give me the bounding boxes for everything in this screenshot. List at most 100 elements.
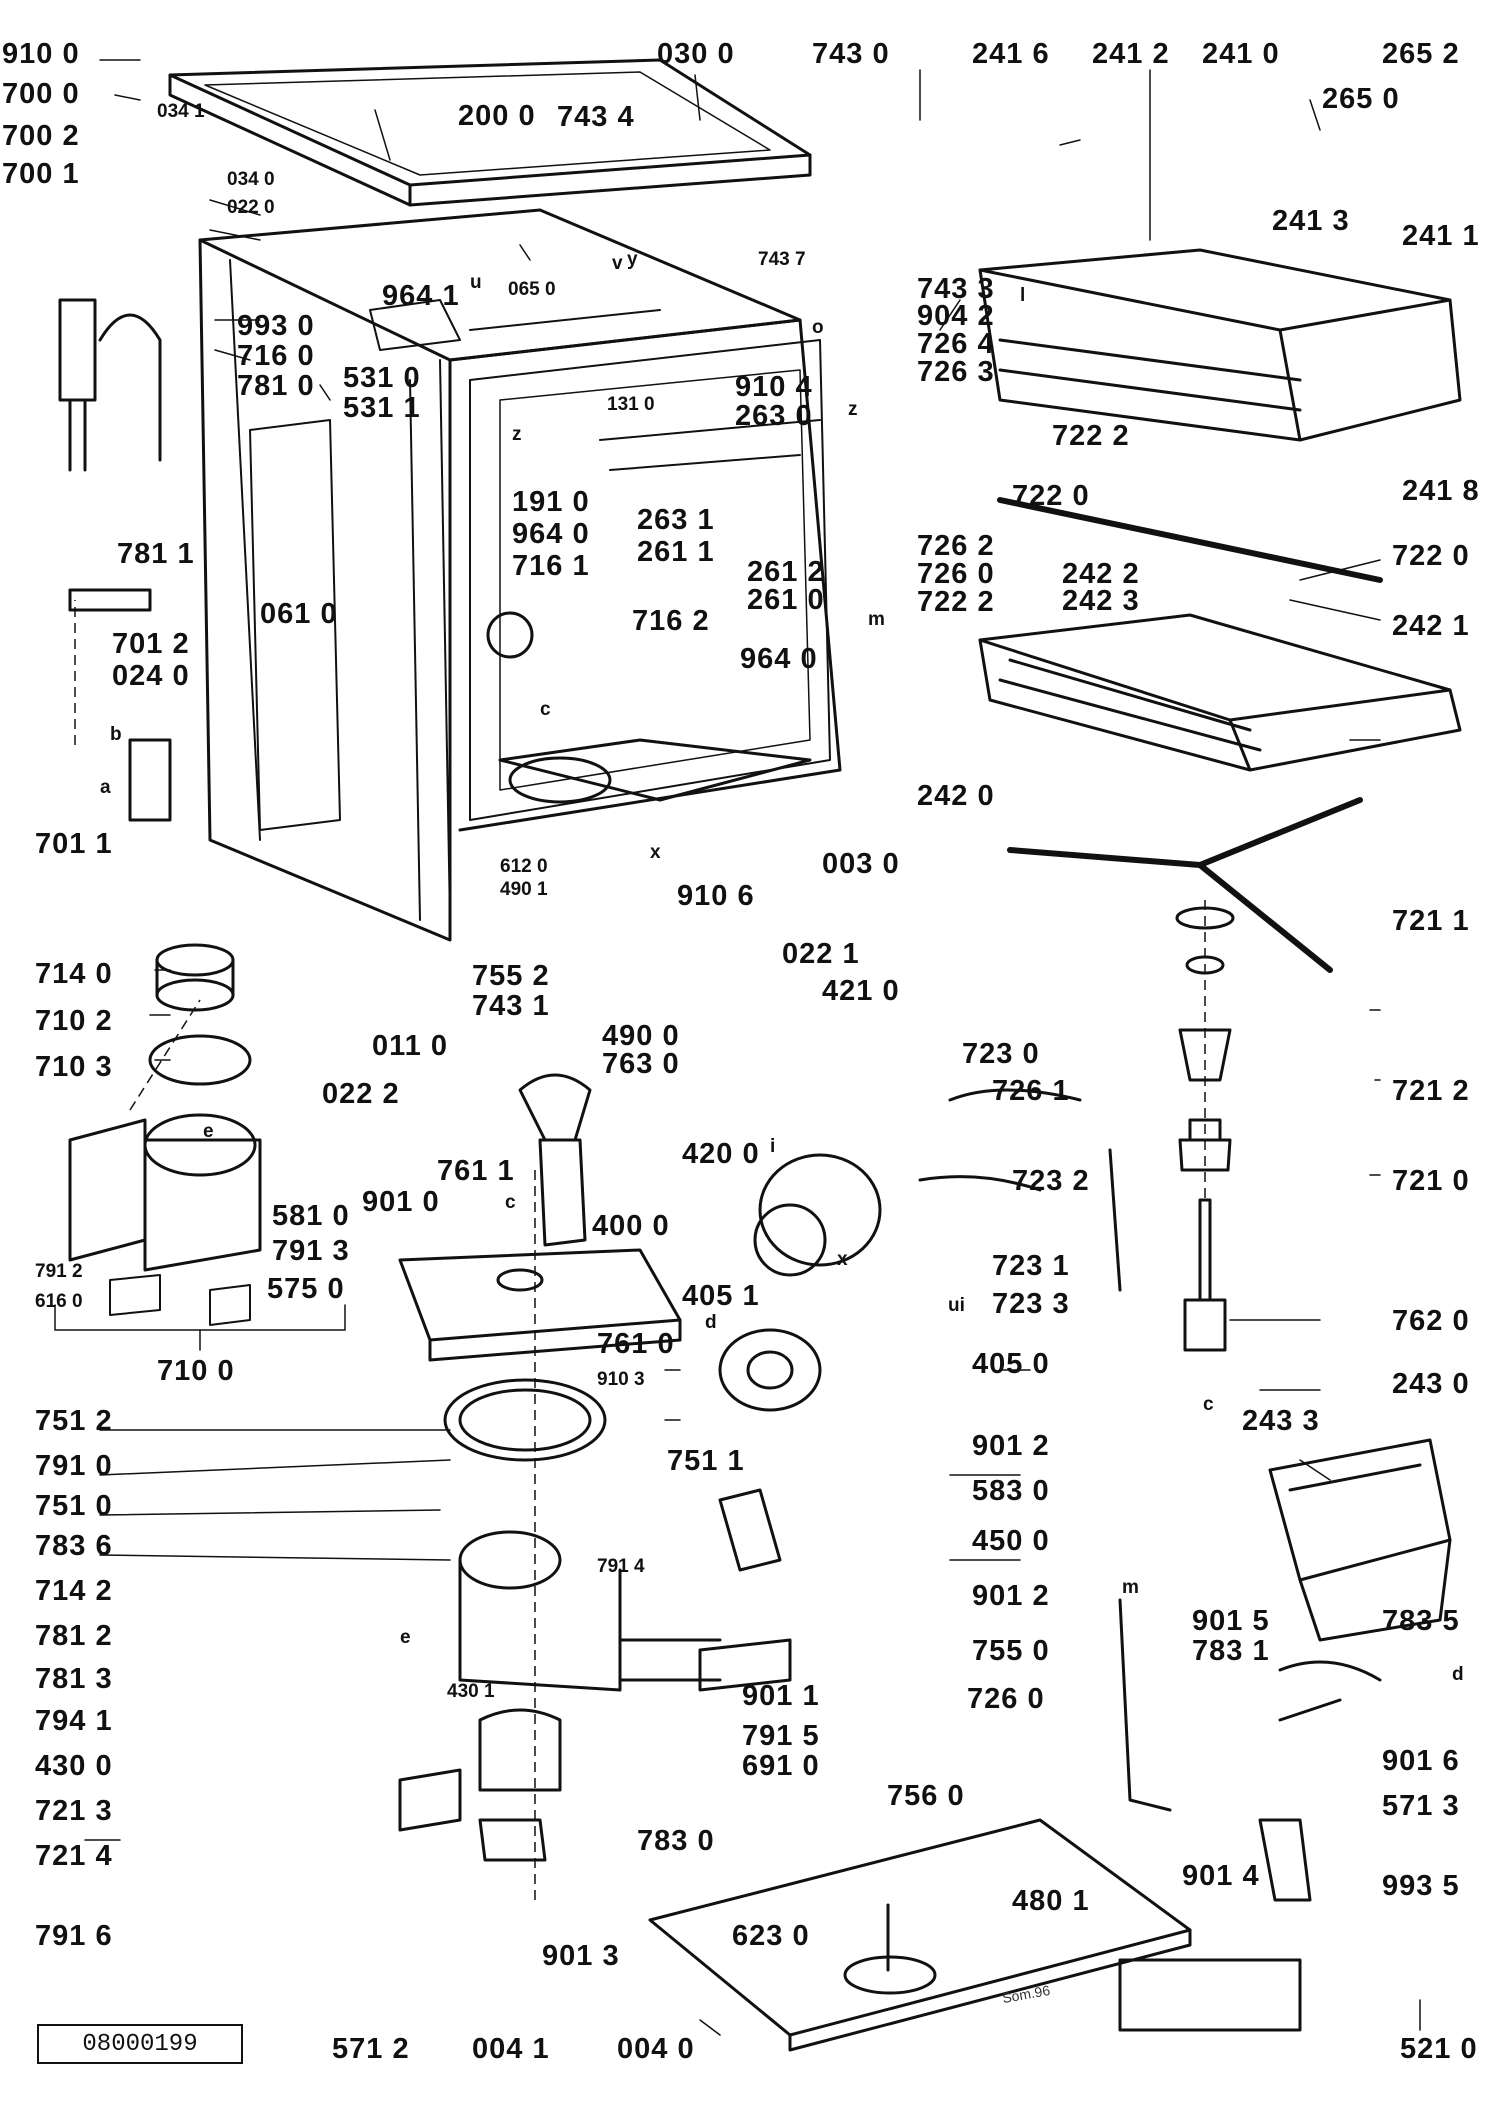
letter-marker: z — [512, 424, 522, 445]
callout-label: 421 0 — [822, 975, 900, 1007]
callout-label: 964 0 — [740, 643, 818, 675]
letter-marker: o — [812, 317, 824, 338]
callout-label: 910 0 — [2, 38, 80, 70]
callout-label: 761 1 — [437, 1155, 515, 1187]
callout-label: 781 1 — [117, 538, 195, 570]
callout-label: 993 5 — [1382, 1870, 1460, 1902]
letter-marker: v — [612, 253, 623, 274]
callout-label: 901 1 — [742, 1680, 820, 1712]
callout-label: 910 6 — [677, 880, 755, 912]
callout-label: 723 3 — [992, 1288, 1070, 1320]
callout-label: 904 2 — [917, 300, 995, 332]
callout-label: 721 4 — [35, 1840, 113, 1872]
sump-assembly — [398, 1073, 722, 1862]
callout-label: 722 2 — [1052, 420, 1130, 452]
letter-marker: z — [848, 399, 858, 420]
lower-basket — [978, 613, 1462, 772]
callout-label: 714 2 — [35, 1575, 113, 1607]
callout-label: 781 0 — [237, 370, 315, 402]
callout-label: 726 2 — [917, 530, 995, 562]
letter-marker: a — [100, 777, 111, 798]
letter-marker: i — [770, 1136, 776, 1157]
callout-label: 623 0 — [732, 1920, 810, 1952]
callout-label: 430 1 — [447, 1681, 495, 1702]
callout-label: 726 3 — [917, 356, 995, 388]
callout-label: 024 0 — [112, 660, 190, 692]
callout-label: 400 0 — [592, 1210, 670, 1242]
callout-label: 721 1 — [1392, 905, 1470, 937]
callout-label: 261 1 — [637, 536, 715, 568]
callout-label: 200 0 — [458, 100, 536, 132]
letter-marker: m — [1122, 1577, 1139, 1598]
callout-label: 131 0 — [607, 394, 655, 415]
callout-label: 241 0 — [1202, 38, 1280, 70]
letter-marker: ui — [948, 1295, 965, 1316]
callout-label: 743 0 — [812, 38, 890, 70]
callout-label: 783 1 — [1192, 1635, 1270, 1667]
callout-label: 901 4 — [1182, 1860, 1260, 1892]
callout-label: 581 0 — [272, 1200, 350, 1232]
callout-label: 061 0 — [260, 598, 338, 630]
callout-label: 791 6 — [35, 1920, 113, 1952]
callout-label: 004 1 — [472, 2033, 550, 2065]
callout-label: 716 1 — [512, 550, 590, 582]
callout-label: 993 0 — [237, 310, 315, 342]
spray-arms — [997, 497, 1383, 973]
callout-label: 781 2 — [35, 1620, 113, 1652]
callout-label: 030 0 — [657, 38, 735, 70]
letter-marker: l — [1020, 285, 1026, 306]
callout-label: 700 1 — [2, 158, 80, 190]
callout-label: 034 0 — [227, 169, 275, 190]
axis-lines — [74, 600, 1206, 1900]
callout-label: 783 0 — [637, 1825, 715, 1857]
callout-label: 721 2 — [1392, 1075, 1470, 1107]
callout-label: 710 3 — [35, 1051, 113, 1083]
callout-label: 910 3 — [597, 1369, 645, 1390]
callout-label: 794 1 — [35, 1705, 113, 1737]
callout-label: 964 0 — [512, 518, 590, 550]
callout-label: 763 0 — [602, 1048, 680, 1080]
letter-marker: d — [1452, 1664, 1464, 1685]
callout-label: 751 1 — [667, 1445, 745, 1477]
callout-label: 910 4 — [735, 371, 813, 403]
callout-label: 791 2 — [35, 1261, 83, 1282]
worktop-lid — [168, 58, 812, 207]
callout-label: 722 2 — [917, 586, 995, 618]
callout-label: 743 3 — [917, 273, 995, 305]
callout-label: 571 2 — [332, 2033, 410, 2065]
callout-label: 791 0 — [35, 1450, 113, 1482]
callout-label: 716 0 — [237, 340, 315, 372]
callout-label: 701 1 — [35, 828, 113, 860]
callout-label: 791 4 — [597, 1556, 645, 1577]
callout-label: 901 2 — [972, 1580, 1050, 1612]
base-tray — [648, 1818, 1302, 2052]
callout-label: 242 1 — [1392, 610, 1470, 642]
callout-label: 710 0 — [157, 1355, 235, 1387]
callout-label: 721 0 — [1392, 1165, 1470, 1197]
callout-label: 751 2 — [35, 1405, 113, 1437]
middle-pipe — [918, 1088, 1122, 1292]
letter-marker: m — [868, 609, 885, 630]
callout-label: 022 0 — [227, 197, 275, 218]
callout-label: 762 0 — [1392, 1305, 1470, 1337]
callout-label: 263 0 — [735, 400, 813, 432]
callout-label: 901 6 — [1382, 1745, 1460, 1777]
callout-label: 571 3 — [1382, 1790, 1460, 1822]
callout-label: 722 0 — [1012, 480, 1090, 512]
left-hoses — [58, 298, 172, 822]
callout-label: 726 1 — [992, 1075, 1070, 1107]
callout-label: 011 0 — [372, 1030, 448, 1062]
letter-marker: u — [470, 272, 482, 293]
callout-label: 420 0 — [682, 1138, 760, 1170]
callout-label: 241 3 — [1272, 205, 1350, 237]
tub-cabinet — [198, 208, 842, 942]
callout-label: 714 0 — [35, 958, 113, 990]
callout-label: 531 0 — [343, 362, 421, 394]
callout-label: 490 0 — [602, 1020, 680, 1052]
callout-label: 723 2 — [1012, 1165, 1090, 1197]
callout-label: 743 1 — [472, 990, 550, 1022]
callout-label: 691 0 — [742, 1750, 820, 1782]
letter-marker: x — [837, 1249, 848, 1270]
callout-label: 242 2 — [1062, 558, 1140, 590]
